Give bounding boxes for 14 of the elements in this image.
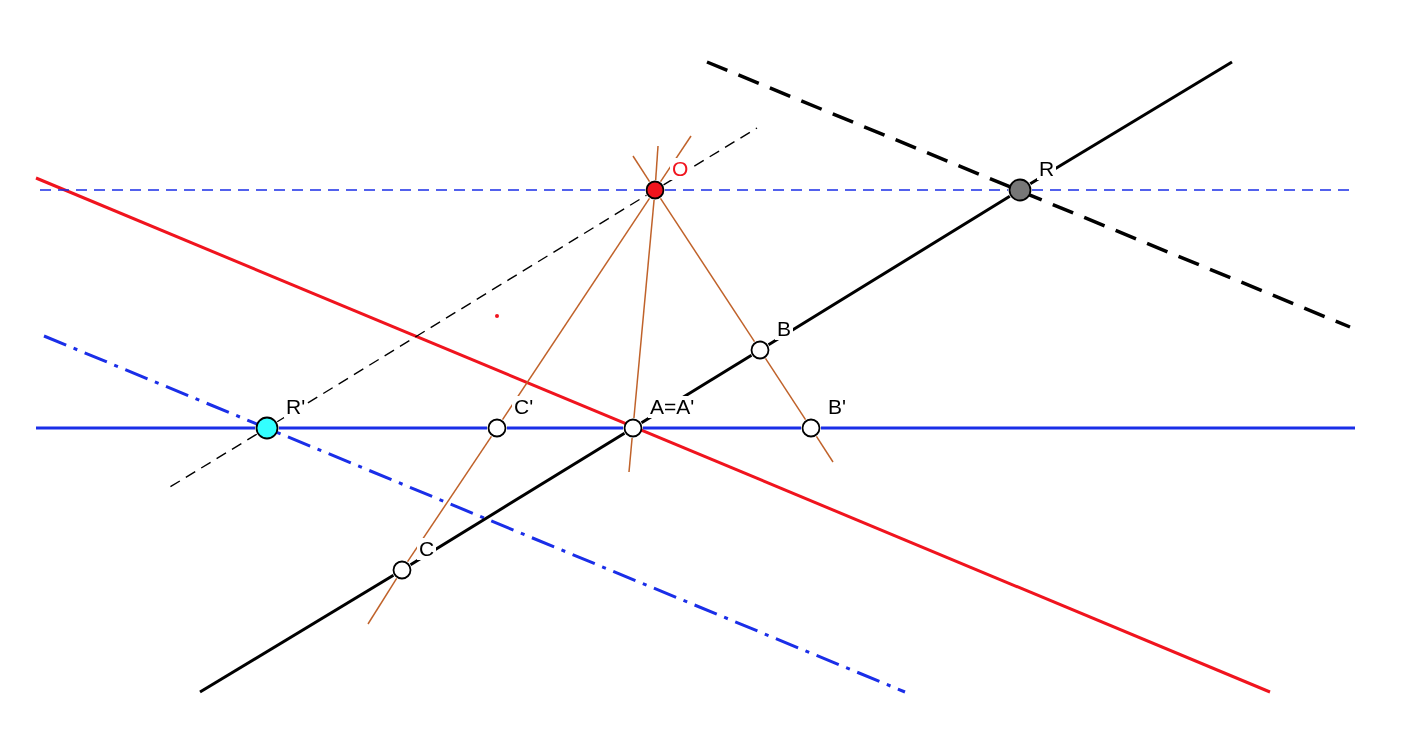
line: [633, 199, 655, 419]
line: [659, 197, 756, 343]
line: [409, 431, 626, 567]
line: [406, 435, 493, 563]
line: [501, 197, 651, 421]
line: [507, 426, 623, 430]
point-label: A=A': [648, 396, 697, 418]
line: [279, 426, 487, 430]
point-label: O: [670, 158, 691, 180]
point-label: C: [417, 538, 437, 560]
line: [276, 194, 648, 423]
line: [643, 426, 801, 430]
line: [767, 195, 1011, 347]
line: [764, 357, 807, 421]
